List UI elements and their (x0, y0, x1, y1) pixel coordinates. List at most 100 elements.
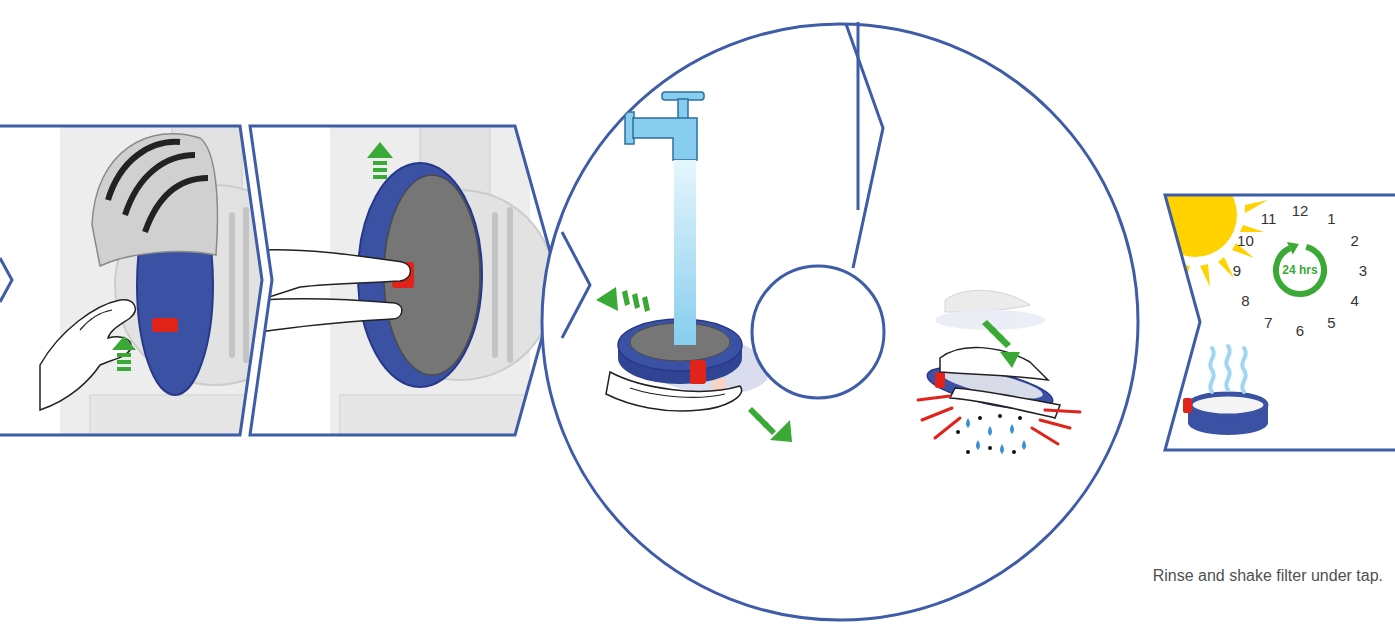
vacuum-body (243, 210, 249, 360)
panel-outline (0, 258, 12, 302)
shake-burst (922, 408, 952, 420)
direction-arrow (632, 293, 640, 309)
dirt-dots (956, 430, 960, 434)
water-droplets (966, 418, 1026, 454)
clock-number: 3 (1359, 263, 1367, 278)
sun (1218, 257, 1234, 278)
vacuum-body (507, 210, 513, 360)
dirt-dots (956, 414, 1022, 454)
panel-divider (857, 22, 860, 210)
dirt-dots (978, 416, 982, 420)
direction-arrow (642, 296, 650, 312)
direction-arrow (982, 320, 1020, 368)
water-droplets (1000, 444, 1004, 454)
hand (260, 299, 402, 332)
shake-burst (1040, 420, 1070, 428)
direction-arrow (748, 407, 762, 421)
hand (606, 372, 742, 411)
cycle-circle: 24 hrs (1270, 240, 1330, 300)
filter-bowl (690, 360, 706, 384)
centre-hole (752, 266, 884, 398)
clock-number: 1 (1327, 211, 1335, 226)
dirt-dots (998, 414, 1002, 418)
heat-waves (1210, 348, 1213, 392)
cycle-arc (1276, 247, 1324, 294)
hand (950, 388, 1060, 418)
wash-panel (542, 24, 1138, 620)
direction-arrow (373, 161, 387, 165)
hand (260, 250, 410, 332)
clock-number: 2 (1350, 233, 1358, 248)
direction-arrow (622, 290, 630, 306)
vacuum-body (90, 395, 260, 435)
direction-arrow (596, 287, 650, 312)
duration-text: 24 hrs (1282, 263, 1317, 277)
water-droplets (988, 426, 992, 436)
vacuum-body (60, 126, 260, 435)
wash-illustration (596, 92, 1080, 454)
vacuum-body (492, 215, 498, 355)
water-droplets (1010, 424, 1014, 434)
direction-arrow (367, 142, 393, 179)
direction-arrow (112, 336, 136, 371)
clock-number: 8 (1241, 293, 1249, 308)
hand (80, 310, 112, 330)
clock-number: 7 (1264, 314, 1272, 329)
panel-outline (0, 126, 262, 435)
cycle-arrowhead (1287, 242, 1299, 255)
direction-arrow (117, 353, 131, 357)
remove-filter-panel (250, 126, 560, 435)
panel-outline (1165, 195, 1395, 450)
hand (940, 347, 1048, 380)
direction-arrow (982, 320, 997, 334)
clock-number: 10 (1237, 233, 1254, 248)
hand (40, 300, 135, 410)
direction-arrow (367, 142, 393, 158)
shake-burst (918, 396, 1080, 444)
filter-cover (92, 134, 217, 266)
filter-ring (152, 318, 178, 332)
panel-divider (846, 24, 883, 268)
filter-drying (1183, 398, 1192, 413)
direction-arrow (748, 407, 792, 442)
instruction-caption: Rinse and shake filter under tap. (1153, 568, 1383, 584)
panel-divider (562, 232, 590, 338)
heat-waves (1210, 346, 1245, 392)
shake-burst (1045, 410, 1080, 412)
sun (1153, 173, 1237, 257)
direction-arrow (596, 287, 618, 311)
hand (260, 250, 410, 300)
tap (633, 118, 697, 160)
dry-panel (1153, 173, 1395, 450)
filter-shaken (935, 372, 945, 388)
sun (1153, 173, 1268, 288)
hand (940, 347, 1060, 418)
remove-filter-panel (250, 126, 560, 435)
dirt-dots (1012, 450, 1016, 454)
vacuum-body (229, 215, 235, 355)
dirt-dots (966, 450, 970, 454)
text-holder: 24 hrs (1270, 240, 1330, 300)
direction-arrow (117, 367, 131, 371)
clock-number: 5 (1327, 314, 1335, 329)
shake-burst (1032, 428, 1058, 444)
dirt-dots (988, 446, 992, 450)
sun (1242, 176, 1262, 196)
tap (678, 99, 688, 119)
clock-number: 4 (1350, 293, 1358, 308)
sun (1240, 225, 1264, 232)
clock-number: 12 (1292, 203, 1309, 218)
water-droplets (976, 440, 980, 450)
shake-burst (935, 418, 960, 438)
clock-number: 6 (1296, 323, 1304, 338)
hand (606, 372, 742, 411)
direction-arrow (373, 168, 387, 172)
panel-outline (250, 126, 558, 435)
dirt-dots (1018, 416, 1022, 420)
tap (625, 92, 704, 160)
filter-drying (1190, 394, 1266, 416)
heat-waves (1226, 346, 1229, 390)
direction-arrow (373, 175, 387, 179)
